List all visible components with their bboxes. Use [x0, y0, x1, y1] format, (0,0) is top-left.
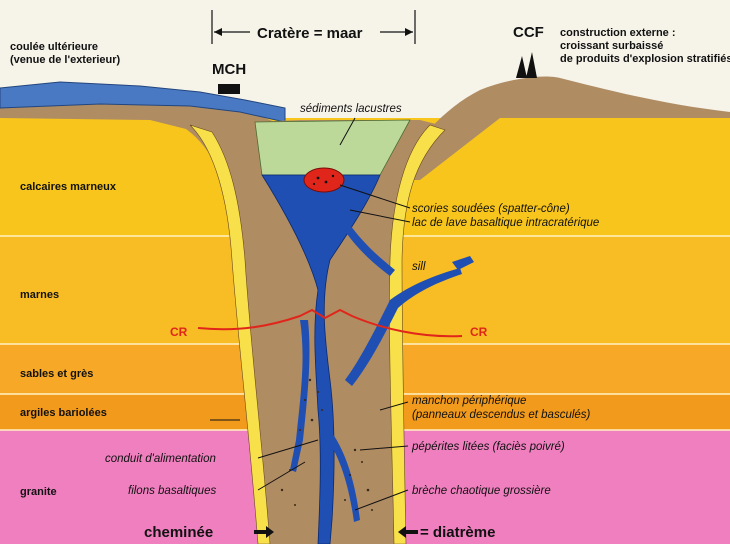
layer-label-marl: marnes [20, 289, 59, 301]
breccia-label: brèche chaotique grossière [412, 485, 551, 497]
sleeve-left [189, 124, 271, 544]
external-label-3: de produits d'explosion stratifiés [560, 53, 730, 65]
upper-dyke [330, 200, 395, 276]
sill-tip [452, 256, 474, 270]
chimney-label: cheminée [144, 524, 213, 541]
cr-label-left: CR [170, 325, 188, 339]
diatreme-label: = diatrème [420, 524, 495, 541]
mch-marker [218, 84, 240, 94]
right-tephra-ring [390, 76, 730, 180]
layer-label-sand: sables et grès [20, 368, 93, 380]
diatreme-body [180, 120, 440, 544]
ccf-cone-2 [526, 52, 537, 78]
layer-label-granite: granite [20, 486, 57, 498]
sleeve-label-2: (panneaux descendus et basculés) [412, 409, 591, 421]
lava-lake-and-conduit [261, 174, 381, 544]
lava-flow-label-2: (venue de l'exterieur) [10, 54, 121, 66]
external-label-2: croissant surbaissé [560, 40, 663, 52]
sill-label: sill [412, 261, 426, 273]
peperites-label: pépérites litées (faciès poivré) [411, 441, 565, 453]
dyke-left [290, 320, 310, 472]
spatter-cone-label: scories soudées (spatter-cône) [412, 203, 570, 215]
ccf-label: CCF [513, 24, 544, 41]
lava-flow-label-1: coulée ultérieure [10, 41, 98, 53]
layer-label-limestone-marl: calcaires marneux [20, 181, 117, 193]
lower-dyke [325, 430, 360, 522]
lava-lake-label: lac de lave basaltique intracratérique [412, 217, 599, 229]
cr-label-right: CR [470, 325, 488, 339]
ccf-cone-1 [516, 56, 527, 78]
crater-title: Cratère = maar [257, 25, 363, 42]
feeder-label: conduit d'alimentation [105, 453, 216, 465]
later-lava-flow [0, 81, 286, 123]
external-label-1: construction externe : [560, 27, 676, 39]
sleeve-right [389, 124, 446, 544]
lake-sediments-label: sédiments lacustres [300, 103, 402, 115]
peperite-speckles [280, 378, 373, 511]
sill-branch [345, 268, 462, 386]
cr-line [197, 308, 463, 338]
layer-label-clays: argiles bariolées [20, 407, 107, 419]
sleeve-label-1: manchon périphérique [412, 395, 526, 407]
spatter-cone [303, 167, 345, 193]
dykes-label: filons basaltiques [128, 485, 216, 497]
mch-label: MCH [212, 61, 246, 78]
